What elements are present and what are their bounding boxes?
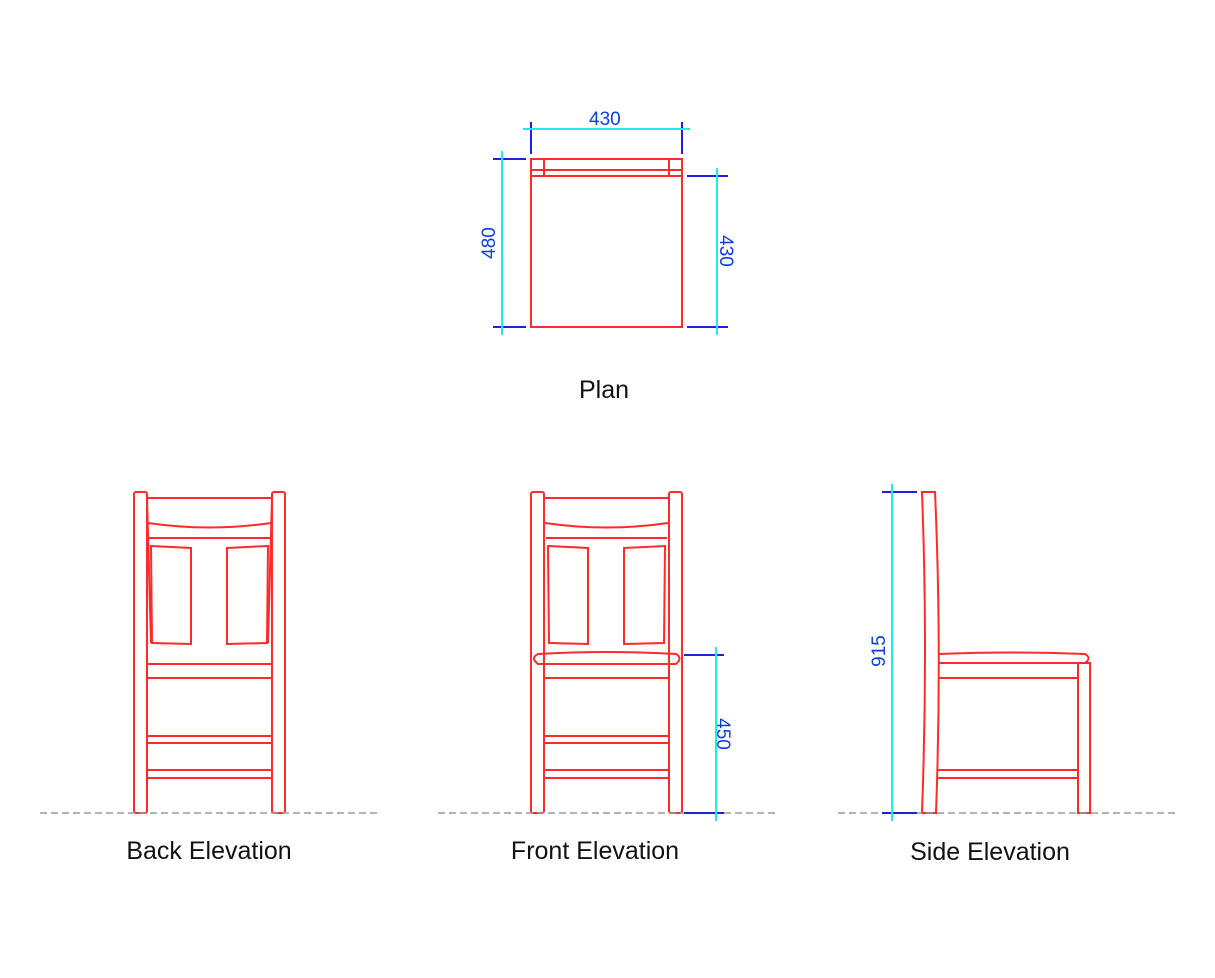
plan-label: Plan [578, 376, 630, 404]
dimension-lines [501, 128, 893, 821]
back-elevation-label: Back Elevation [126, 837, 292, 865]
front-elevation-view [530, 491, 683, 814]
back-elevation-view [133, 491, 286, 814]
plan-width-dimension: 430 [589, 109, 621, 130]
plan-seat-depth-dimension: 430 [714, 235, 736, 267]
dimension-extension-lines [493, 122, 917, 814]
plan-view [530, 158, 683, 328]
side-overall-height-dimension: 915 [868, 635, 890, 667]
side-elevation-view [920, 491, 1091, 814]
side-elevation-label: Side Elevation [910, 838, 1070, 866]
front-elevation-label: Front Elevation [510, 837, 680, 865]
front-seat-height-dimension: 450 [711, 718, 733, 750]
plan-depth-dimension: 480 [478, 227, 500, 259]
